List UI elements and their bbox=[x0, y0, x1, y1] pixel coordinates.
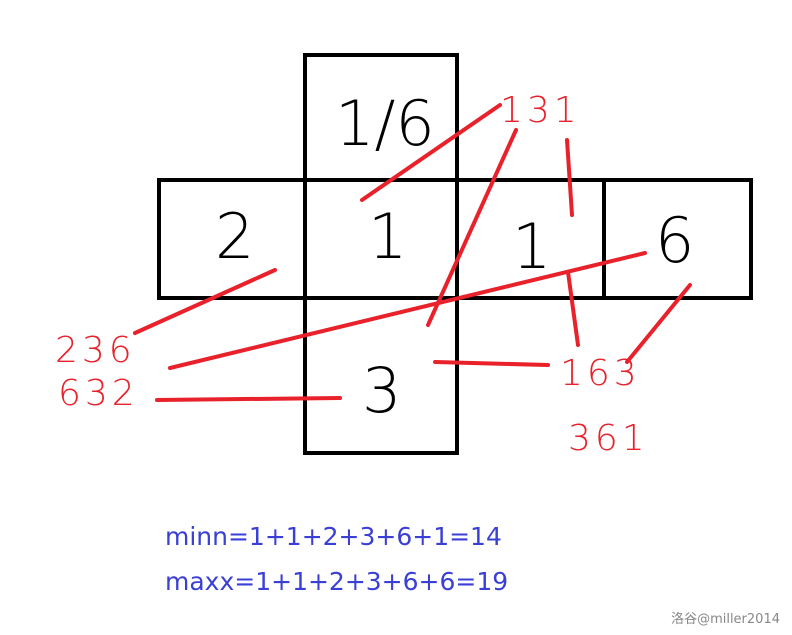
cell-right-outer-label: 6 bbox=[655, 204, 694, 277]
annotation-lines bbox=[133, 103, 692, 402]
cell-bottom bbox=[303, 296, 459, 455]
cell-bottom-label: 3 bbox=[362, 354, 401, 427]
line-131-right bbox=[565, 138, 574, 217]
cube-net bbox=[157, 53, 753, 455]
line-632-three bbox=[155, 396, 342, 402]
line-163-six bbox=[625, 283, 692, 364]
watermark: 洛谷@miller2014 bbox=[671, 612, 780, 627]
formula-max: maxx=1+1+2+3+6+6=19 bbox=[165, 567, 509, 596]
line-131-bottom bbox=[426, 128, 518, 327]
line-236 bbox=[133, 268, 277, 335]
cell-center-label: 1 bbox=[368, 200, 407, 273]
annotation-163: 163 bbox=[560, 353, 641, 394]
annotation-361: 361 bbox=[568, 418, 649, 459]
formula-min: minn=1+1+2+3+6+1=14 bbox=[165, 522, 502, 551]
annotation-236: 236 bbox=[55, 330, 136, 371]
cell-right-inner-label: 1 bbox=[512, 210, 551, 283]
line-163-three bbox=[433, 360, 550, 367]
annotation-632: 632 bbox=[58, 373, 139, 414]
cell-top-label: 1/6 bbox=[335, 87, 435, 160]
annotation-131: 131 bbox=[500, 90, 581, 131]
line-632-six bbox=[168, 251, 647, 370]
line-163-one bbox=[566, 270, 580, 347]
cell-left-label: 2 bbox=[215, 200, 254, 273]
line-131-center bbox=[360, 103, 502, 202]
